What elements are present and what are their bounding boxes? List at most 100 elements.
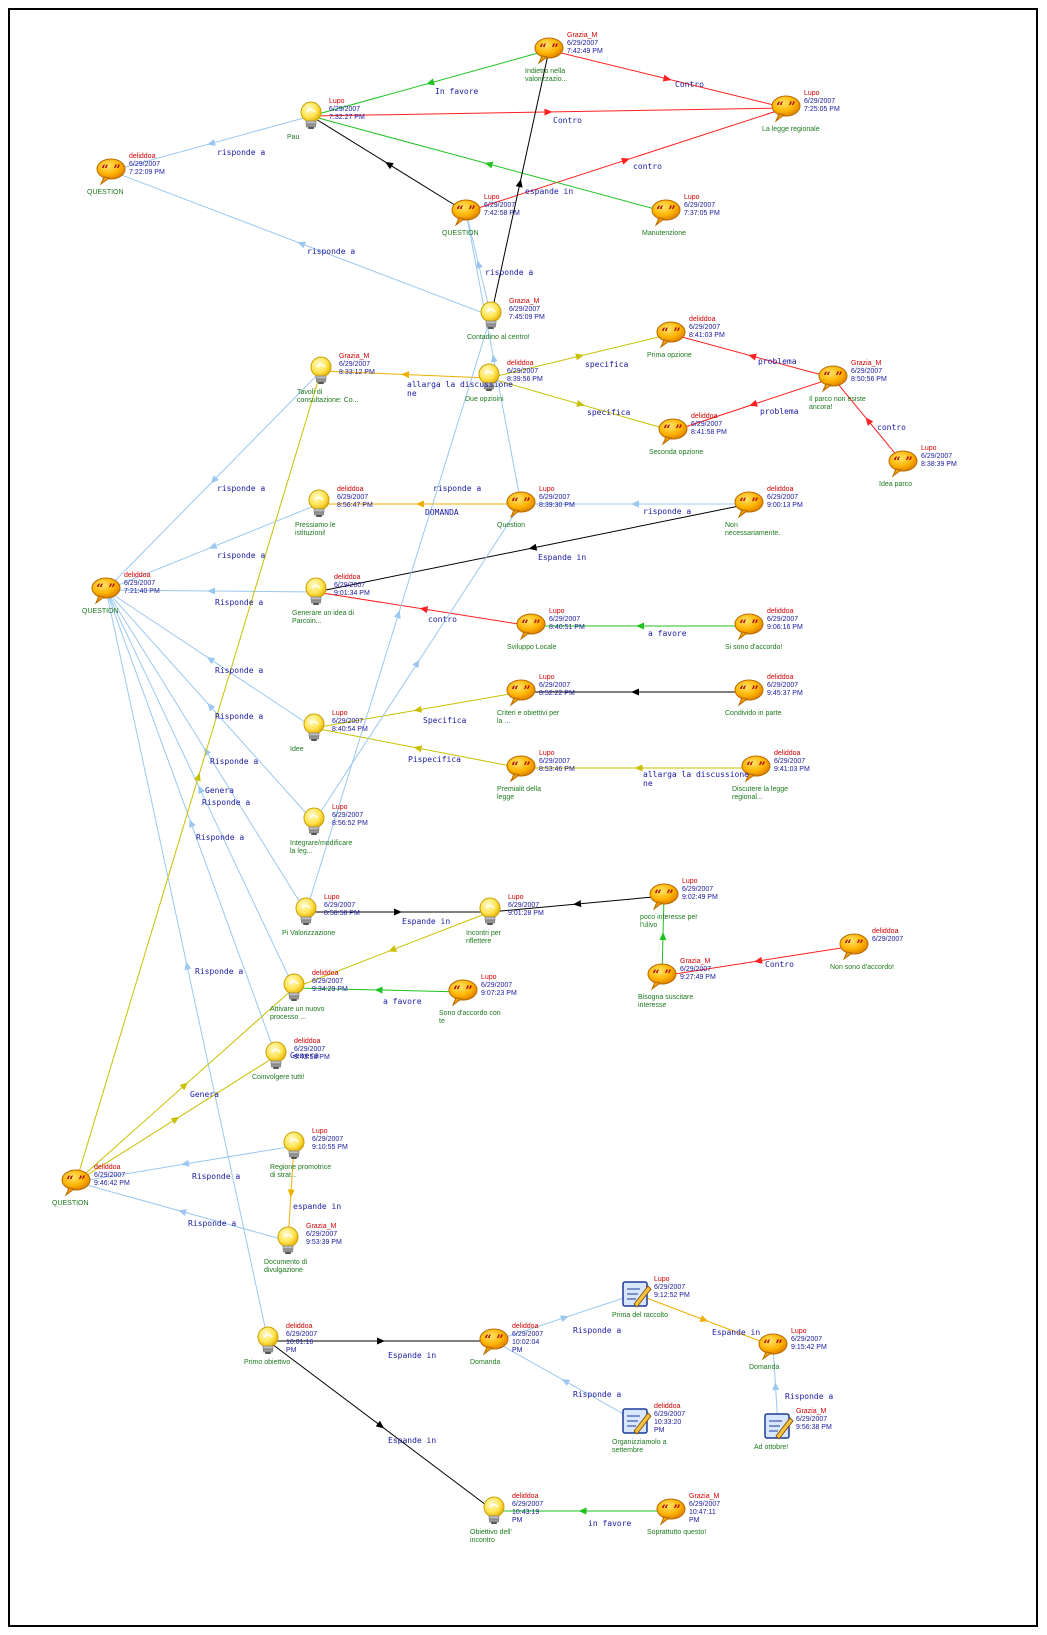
edge-label: Pispecifica: [408, 755, 461, 764]
node-timestamp: 6/29/2007 8:38:39 PM: [921, 453, 957, 468]
node-label: Attivare un nuovo processo ...: [270, 1006, 325, 1021]
node-label: Non sono d'accordo!: [830, 964, 894, 971]
node-author: deliddoa: [94, 1164, 121, 1171]
edge-label: Risponde a: [215, 598, 264, 607]
node-label: Pau: [287, 134, 300, 141]
question-bubble-icon: “ ”: [651, 199, 681, 227]
question-bubble-icon: “ ”: [839, 933, 869, 961]
node-timestamp: 6/29/2007 9:56:38 PM: [796, 1416, 832, 1431]
idea-bulb-icon: [277, 1226, 299, 1254]
node-author: Lupo: [324, 894, 340, 901]
edge-arrow-icon: [206, 656, 216, 665]
edge-arrow-icon: [578, 1507, 587, 1515]
idea-bulb-icon: [295, 897, 317, 925]
node-timestamp: 6/29/2007 8:41:58 PM: [691, 421, 727, 436]
edge-label: risponde a: [217, 551, 266, 560]
node-label: Integrare/modificare la leg...: [290, 840, 353, 855]
question-bubble-icon: “ ”: [734, 613, 764, 641]
node-timestamp: 6/29/2007 8:53:46 PM: [539, 758, 575, 773]
question-bubble-icon: “ ”: [647, 963, 677, 991]
node-label: Soprattutto questo!: [647, 1529, 707, 1536]
question-bubble-icon: “ ”: [506, 491, 536, 519]
idea-bulb-icon: [305, 577, 327, 605]
edge-arrow-icon: [772, 1382, 780, 1391]
node-author: deliddoa: [286, 1323, 313, 1330]
node-timestamp: 6/29/2007 7:37:05 PM: [684, 202, 720, 217]
svg-text:“ ”: “ ”: [661, 326, 680, 341]
node-author: deliddoa: [691, 413, 718, 420]
node-author: deliddoa: [512, 1493, 539, 1500]
edge-arrow-icon: [749, 399, 758, 407]
idea-bulb-icon: [303, 713, 325, 741]
node-author: Lupo: [508, 894, 524, 901]
node-label: QUESTION: [82, 608, 119, 615]
edge-label: Risponde a: [196, 833, 245, 842]
edge-arrow-icon: [401, 371, 410, 379]
edge-arrow-icon: [754, 956, 763, 964]
node-label: Condivido in parte: [725, 710, 782, 717]
svg-text:“ ”: “ ”: [661, 1503, 680, 1518]
node-timestamp: 6/29/2007 9:07:23 PM: [481, 982, 517, 997]
node-label: Question: [497, 522, 526, 529]
edge-arrow-icon: [699, 1315, 709, 1322]
edge-arrow-icon: [193, 772, 201, 782]
node-label: Prima del raccolto: [612, 1312, 669, 1319]
edge-label: Specifica: [423, 716, 467, 725]
edge-arrow-icon: [426, 78, 435, 86]
node-timestamp: 6/29/2007 8:56:52 PM: [332, 812, 368, 827]
node-label: Bisogna suscitare interesse: [638, 994, 694, 1009]
edge-arrow-icon: [412, 659, 420, 669]
svg-text:“ ”: “ ”: [96, 582, 115, 597]
edge-label: espande in: [525, 187, 574, 196]
edge-label: Risponde a: [573, 1390, 622, 1399]
node-label: Obiettivo dell' incontro: [470, 1529, 512, 1544]
edge-arrow-icon: [375, 1420, 385, 1429]
